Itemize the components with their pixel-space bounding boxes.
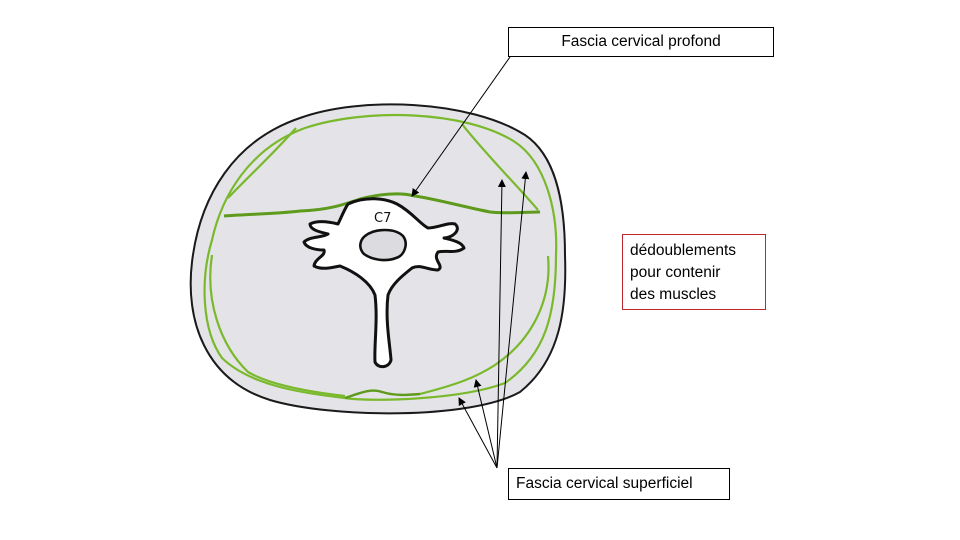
deep-fascia-line: [223, 192, 541, 218]
fascia-split-left-upper: [227, 127, 297, 199]
fascia-split-note-line-3: des muscles: [630, 286, 717, 303]
fascia-posterior-notch: [344, 389, 421, 400]
fascia-split-note: dédoublements pour contenir des muscles: [622, 234, 766, 310]
vertebral-body: [359, 228, 407, 262]
arrow-superficial-4: [496, 171, 530, 469]
fascia-split-right-lower: [419, 255, 550, 396]
superficial-fascia-line: [203, 113, 558, 401]
arrow-superficial-2: [473, 379, 498, 469]
arrow-superficial-1: [458, 397, 498, 469]
deep-fascia-label: Fascia cervical profond: [508, 27, 774, 57]
arrow-superficial-3: [496, 179, 506, 469]
arrow-deep-fascia: [411, 56, 511, 197]
fascia-split-left-lower: [209, 254, 346, 398]
fascia-split-note-line-2: pour contenir: [630, 264, 721, 281]
vertebra-c7-outline: [302, 197, 466, 369]
vertebra-label: C7: [374, 211, 391, 226]
fascia-split-right-upper: [461, 123, 539, 211]
fascia-split-note-line-1: dédoublements: [630, 242, 736, 259]
superficial-fascia-label: Fascia cervical superficiel: [508, 468, 730, 500]
